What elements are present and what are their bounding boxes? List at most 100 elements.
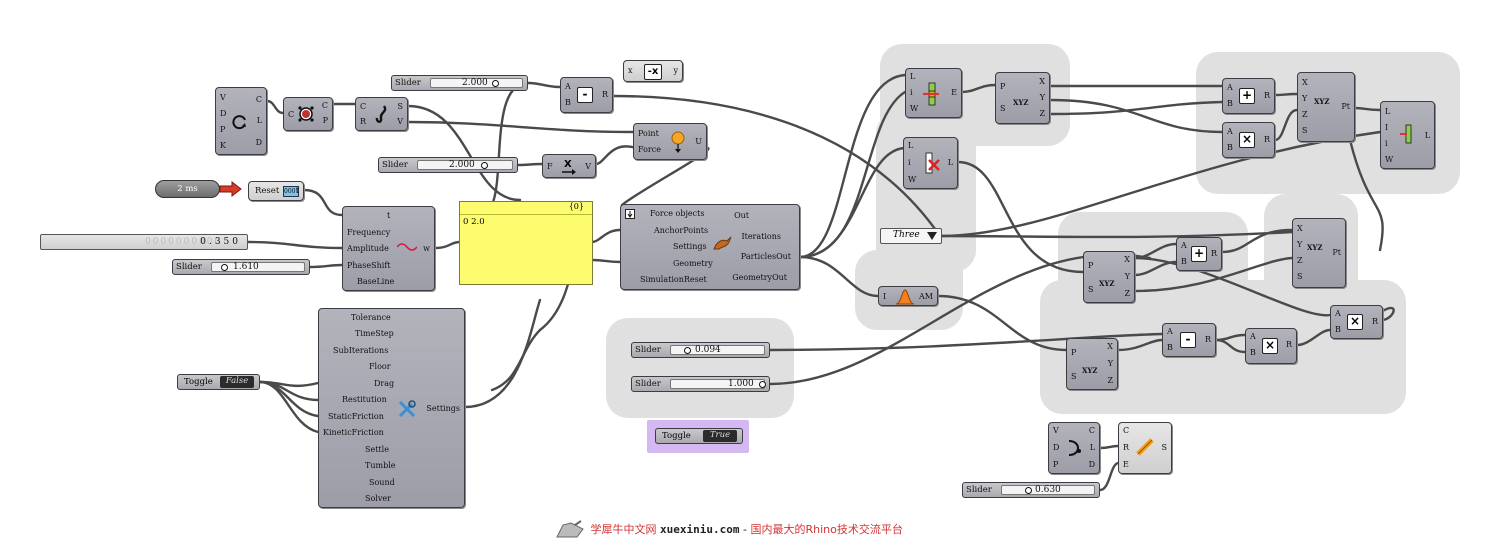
list-item-component[interactable]: L i W E (905, 68, 962, 118)
bell-curve-icon (895, 289, 915, 305)
input-p: P (1071, 348, 1077, 357)
output-settings: Settings (426, 404, 460, 413)
circle-component[interactable]: V D P K C L D (215, 87, 267, 155)
list-weave-icon (1400, 124, 1412, 144)
kangaroo-icon (713, 236, 732, 250)
output-z: Z (1107, 376, 1113, 385)
toggle-false[interactable]: Toggle False (177, 374, 260, 390)
list-cull-component[interactable]: L i W L (903, 137, 958, 189)
output-r: R (601, 90, 608, 99)
weave-component[interactable]: L I i W L (1380, 101, 1435, 169)
input-l: L (1385, 107, 1391, 116)
slider-knob[interactable] (759, 381, 766, 388)
slider-rail[interactable] (670, 345, 765, 355)
arc-icon (1068, 440, 1081, 456)
timer-arrow-icon (219, 180, 242, 198)
multiplication-3-component[interactable]: A B R × (1245, 328, 1297, 364)
input-force-objects: Force objects (650, 209, 705, 218)
slider-rail[interactable] (1001, 485, 1095, 495)
slider-1-000[interactable]: Slider 1.000 (631, 376, 770, 392)
output-l: L (1089, 443, 1095, 452)
plus-icon: + (1191, 246, 1207, 262)
input-k: K (220, 141, 226, 150)
construct-point-component[interactable]: X Y Z S Pt XYZ (1297, 72, 1355, 142)
subtraction-2-component[interactable]: A B R - (1162, 323, 1216, 357)
slider-2-000-mid[interactable]: Slider 2.000 (378, 157, 518, 173)
counter-icon: 0001 (283, 186, 300, 197)
multiplication-component[interactable]: A B R × (1222, 122, 1275, 158)
input-w: W (908, 175, 917, 184)
output-x: X (1039, 77, 1045, 86)
slider-knob[interactable] (1025, 487, 1032, 494)
force-balloon-icon (671, 131, 685, 153)
deconstruct-point-3-component[interactable]: P S X Y Z XYZ (1066, 338, 1118, 390)
input-p: P (1053, 460, 1059, 469)
curve-component[interactable]: C R S V (355, 97, 408, 131)
graph-mapper-component[interactable]: I AM (878, 286, 938, 306)
group-sliders[interactable] (606, 318, 794, 418)
slider-0-630[interactable]: Slider 0.630 (962, 482, 1100, 498)
pipe-component[interactable]: C R E S (1118, 422, 1172, 474)
slider-1-610[interactable]: Slider 1.610 (172, 259, 310, 275)
output-pt: Pt (1332, 248, 1341, 257)
kangaroo-physics-component[interactable]: Force objects AnchorPoints Settings Geom… (620, 204, 800, 290)
input-a: A (1250, 332, 1256, 341)
input-x: X (1302, 78, 1308, 87)
slider-knob[interactable] (481, 162, 488, 169)
deconstruct-point-2-component[interactable]: P S X Y Z XYZ (1083, 251, 1135, 303)
input-s: S (1071, 372, 1077, 381)
number-slider-0-350[interactable]: 0000000000 0.350 (40, 234, 248, 250)
value-list-dropdown[interactable]: Three (880, 228, 942, 244)
output-r: R (1210, 249, 1217, 258)
watermark-footer: 学犀牛中文网 xuexiniu.com - 国内最大的Rhino技术交流平台 (555, 519, 903, 541)
addition-component[interactable]: A B R + (1222, 78, 1275, 114)
slider-knob[interactable] (684, 347, 691, 354)
toggle-value[interactable]: True (703, 430, 737, 442)
input-b: B (1227, 99, 1233, 108)
slider-value: 0.350 (200, 237, 241, 247)
input-x: X (1297, 224, 1303, 233)
slider-rail[interactable] (417, 160, 513, 170)
output-t: t (295, 186, 299, 195)
wave-component[interactable]: t Frequency Amplitude PhaseShift BaseLin… (342, 206, 435, 291)
slider-knob[interactable] (492, 80, 499, 87)
xyz-icon: XYZ (1099, 279, 1115, 288)
multiplication-2-component[interactable]: A B R × (1330, 305, 1383, 339)
toggle-true[interactable]: Toggle True (655, 428, 743, 444)
reset-component[interactable]: Reset 0001 t (248, 181, 304, 201)
output-u: U (695, 137, 702, 146)
output-y: Y (1124, 272, 1130, 281)
slider-value: 1.610 (233, 262, 259, 272)
slider-rail[interactable] (211, 262, 305, 272)
slider-value: 0.630 (1035, 485, 1061, 495)
input-settle: Settle (365, 445, 389, 454)
circle2-component[interactable]: C C P (283, 97, 333, 131)
output-s: S (1161, 443, 1167, 452)
divide-curve-component[interactable]: V D P C L D (1048, 422, 1100, 474)
construct-point-2-component[interactable]: X Y Z S Pt XYZ (1292, 218, 1346, 288)
toggle-value[interactable]: False (220, 376, 254, 388)
panel-header: {0} (460, 202, 592, 215)
vector-x-component[interactable]: F V X (542, 154, 596, 178)
input-point: Point (638, 129, 659, 138)
expression-component[interactable]: x y -x (623, 60, 683, 82)
cull-icon (925, 152, 940, 174)
minus-icon: - (577, 87, 593, 103)
yellow-panel[interactable]: {0} 0 2.0 (459, 201, 593, 285)
timer-button[interactable]: 2 ms (155, 180, 220, 198)
addition-2-component[interactable]: A B R + (1176, 237, 1222, 271)
deconstruct-point-component[interactable]: P S X Y Z XYZ (995, 72, 1050, 124)
slider-0-094[interactable]: Slider 0.094 (631, 342, 770, 358)
subtraction-component[interactable]: A B R - (560, 77, 613, 113)
output-d: D (1088, 460, 1095, 469)
slider-2-000-top[interactable]: Slider 2.000 (391, 75, 528, 91)
input-c: C (1123, 426, 1130, 435)
unary-force-component[interactable]: Point Force U (633, 123, 707, 160)
kangaroo-settings-component[interactable]: Tolerance TimeStep SubIterations Floor D… (318, 308, 465, 508)
collapse-icon[interactable] (625, 209, 635, 219)
tools-icon (398, 400, 416, 418)
input-s: S (1297, 272, 1303, 281)
slider-knob[interactable] (221, 264, 228, 271)
slider-rail[interactable] (430, 78, 523, 88)
